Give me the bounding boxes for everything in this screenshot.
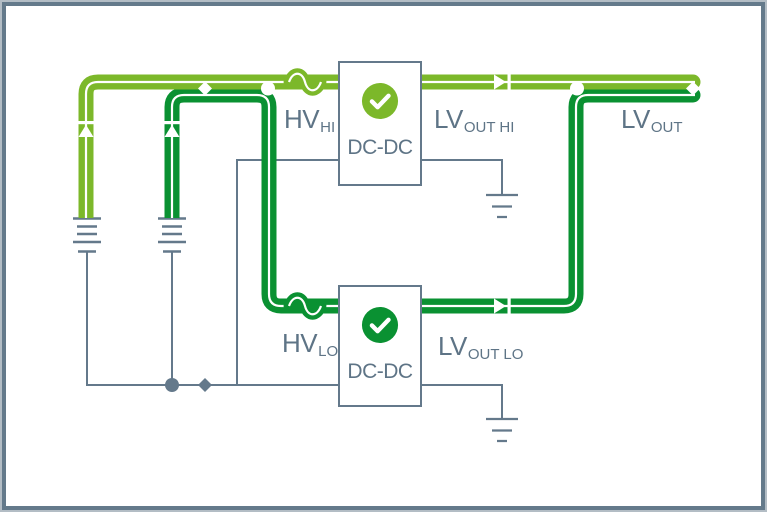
checkmark-icon	[361, 306, 399, 344]
dot-marker	[261, 81, 275, 96]
dark-bus-centerline	[170, 93, 695, 308]
checkmark-icon	[361, 82, 399, 120]
battery-icon	[158, 217, 186, 253]
diode-icon	[494, 74, 511, 90]
dcdc-converter-upper: DC-DC	[338, 61, 422, 186]
diamond-marker	[198, 378, 212, 392]
battery-icon	[73, 217, 101, 253]
dark-green-bus	[164, 87, 693, 314]
diode-icon	[78, 121, 94, 137]
converter-label: DC-DC	[347, 360, 413, 383]
net-label-hv-lo: HVLO	[282, 328, 339, 360]
diode-icon	[494, 298, 511, 314]
fuse-icon	[283, 68, 327, 96]
diamond-marker	[198, 81, 212, 96]
net-label-lv-out-lo: LVOUT LO	[438, 331, 524, 363]
ground-icon	[486, 193, 518, 219]
net-label-lv-out-hi: LVOUT HI	[434, 104, 515, 136]
converter-label: DC-DC	[347, 136, 413, 159]
diode-icon	[164, 121, 180, 137]
ground-return-wire	[86, 159, 503, 419]
dot-marker	[570, 81, 584, 96]
diamond-marker	[686, 81, 700, 96]
dot-marker	[165, 378, 179, 392]
dcdc-converter-lower: DC-DC	[338, 285, 422, 407]
fuse-icon	[283, 292, 327, 320]
ground-icon	[486, 417, 518, 443]
net-label-lv-out: LVOUT	[621, 104, 683, 136]
net-label-hv-hi: HVHI	[284, 104, 336, 136]
